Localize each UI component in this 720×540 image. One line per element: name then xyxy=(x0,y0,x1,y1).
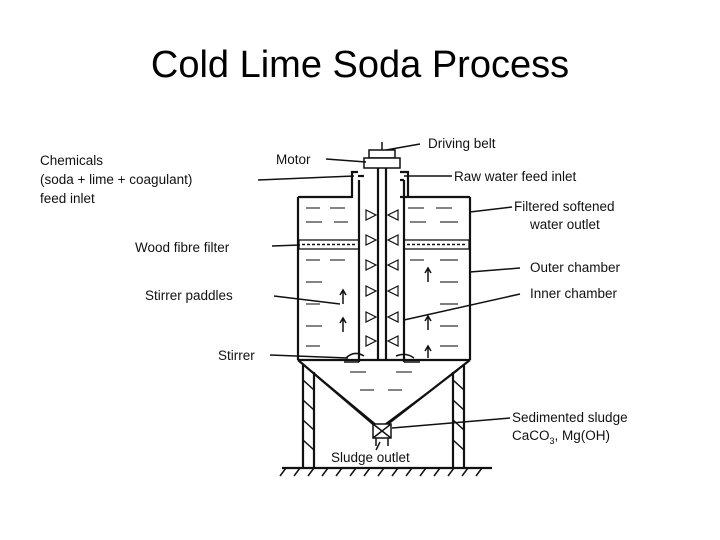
label-wood-fibre: Wood fibre filter xyxy=(135,240,230,255)
support-legs xyxy=(301,365,466,468)
leader-filtered xyxy=(469,206,513,213)
sludge-valve xyxy=(372,423,392,446)
label-raw-water: Raw water feed inlet xyxy=(454,169,577,184)
ground xyxy=(279,466,492,477)
label-inner-chamber: Inner chamber xyxy=(530,286,618,301)
label-sludge-outlet: Sludge outlet xyxy=(331,450,410,465)
leader-wood-fibre xyxy=(271,244,301,247)
leader-sediment xyxy=(391,417,511,429)
leader-motor xyxy=(325,158,367,163)
label-stirrer-paddles: Stirrer paddles xyxy=(145,288,233,303)
flow-arrows xyxy=(339,266,432,358)
label-chemicals-line2: (soda + lime + coagulant) xyxy=(40,172,192,187)
stirrer xyxy=(345,158,415,360)
leader-stirrer xyxy=(269,354,349,359)
label-chemicals-line3: feed inlet xyxy=(40,191,95,206)
label-sediment-mgoh: , Mg(OH) xyxy=(555,428,611,443)
leader-outer-chamber xyxy=(469,267,521,273)
label-stirrer: Stirrer xyxy=(218,348,255,363)
leader-sludge-outlet xyxy=(375,441,381,451)
leader-driving-belt xyxy=(385,143,421,151)
water-hatching xyxy=(306,207,458,391)
label-driving-belt: Driving belt xyxy=(428,136,496,151)
motor-assembly xyxy=(350,142,410,198)
wood-fibre-filter xyxy=(298,239,470,250)
label-sediment-caco: CaCO xyxy=(512,428,550,443)
label-sediment-line2: CaCO3, Mg(OH) xyxy=(512,428,610,446)
label-filtered-line2: water outlet xyxy=(529,217,600,232)
leader-inner-chamber xyxy=(403,293,521,321)
label-motor: Motor xyxy=(276,152,311,167)
leader-stirrer-paddles xyxy=(273,295,341,305)
label-outer-chamber: Outer chamber xyxy=(530,260,621,275)
label-chemicals-line1: Chemicals xyxy=(40,153,103,168)
label-sediment-line1: Sedimented sludge xyxy=(512,410,628,425)
leader-chemicals xyxy=(257,175,355,181)
label-sediment-subscript: 3 xyxy=(550,436,555,446)
outer-tank xyxy=(296,195,472,432)
page-title: Cold Lime Soda Process xyxy=(150,44,570,86)
label-filtered-line1: Filtered softened xyxy=(514,199,615,214)
inner-chamber xyxy=(344,180,420,363)
leader-lines xyxy=(257,143,521,451)
